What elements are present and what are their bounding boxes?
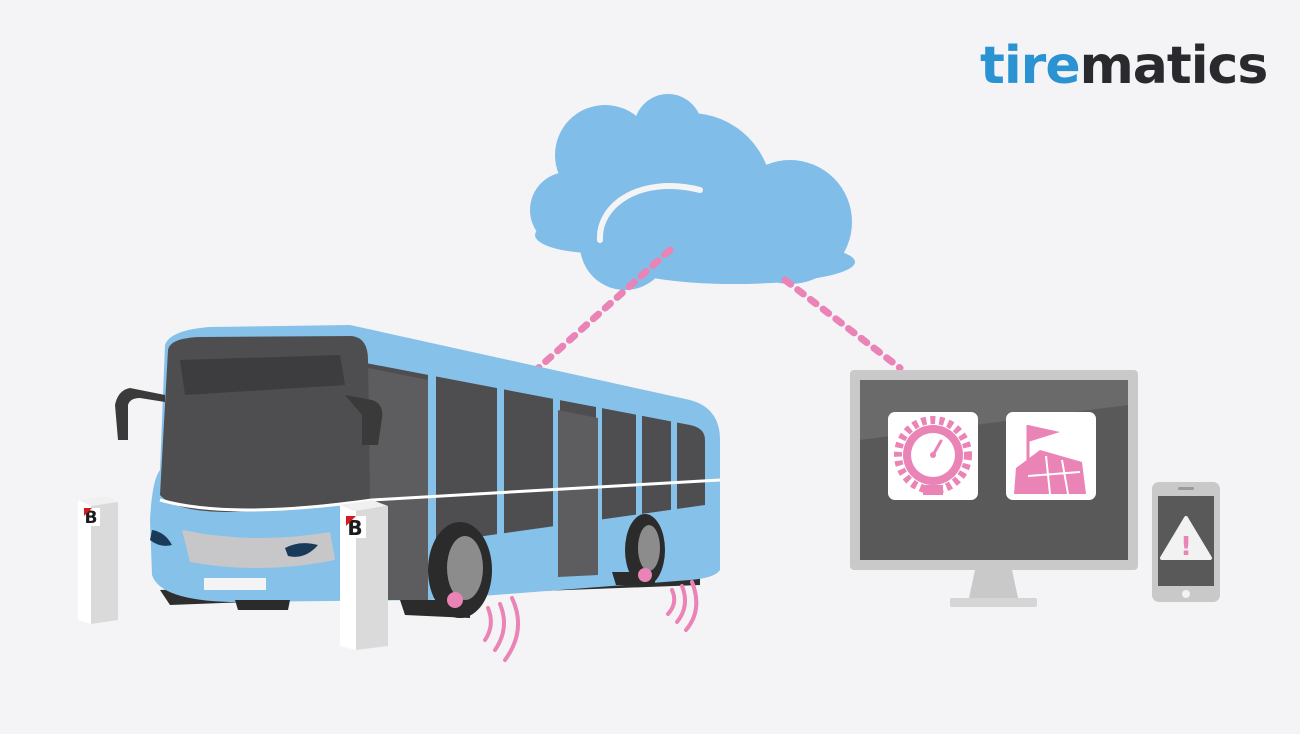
bus bbox=[115, 325, 721, 618]
bus-side-windows bbox=[350, 360, 705, 548]
bridgestone-logo-icon: B bbox=[344, 516, 366, 540]
monitor-stand bbox=[969, 570, 1018, 598]
warning-triangle-icon: ! bbox=[1160, 516, 1212, 562]
bus-middle-door bbox=[558, 410, 598, 577]
logo-part-tire: tire bbox=[980, 36, 1081, 96]
bus-wheel-rear bbox=[612, 514, 665, 586]
tire-sensor-front bbox=[447, 592, 521, 662]
reader-post-right: B bbox=[340, 500, 388, 650]
license-plate bbox=[204, 578, 266, 590]
bus-mirror-left bbox=[115, 388, 165, 440]
tire-sensor-rear bbox=[638, 568, 699, 632]
bus-mirror-right bbox=[345, 395, 383, 445]
headlight-right bbox=[285, 543, 318, 557]
headlight-left bbox=[150, 530, 172, 546]
connection-cloud-to-monitor bbox=[781, 276, 904, 372]
brand-letter: B bbox=[347, 516, 362, 540]
tirematics-logo: tirematics bbox=[980, 40, 1268, 92]
bridgestone-logo-icon: B bbox=[82, 508, 100, 528]
monitor bbox=[850, 370, 1138, 607]
map-flag-icon bbox=[1006, 412, 1096, 500]
reader-post-left: B bbox=[78, 496, 118, 624]
tire-pressure-gauge-icon bbox=[888, 412, 978, 500]
logo-part-matics: matics bbox=[1079, 36, 1269, 96]
brand-letter: B bbox=[85, 508, 98, 528]
cloud bbox=[530, 94, 855, 290]
smartphone: ! bbox=[1152, 482, 1220, 602]
alert-symbol: ! bbox=[1180, 532, 1192, 562]
